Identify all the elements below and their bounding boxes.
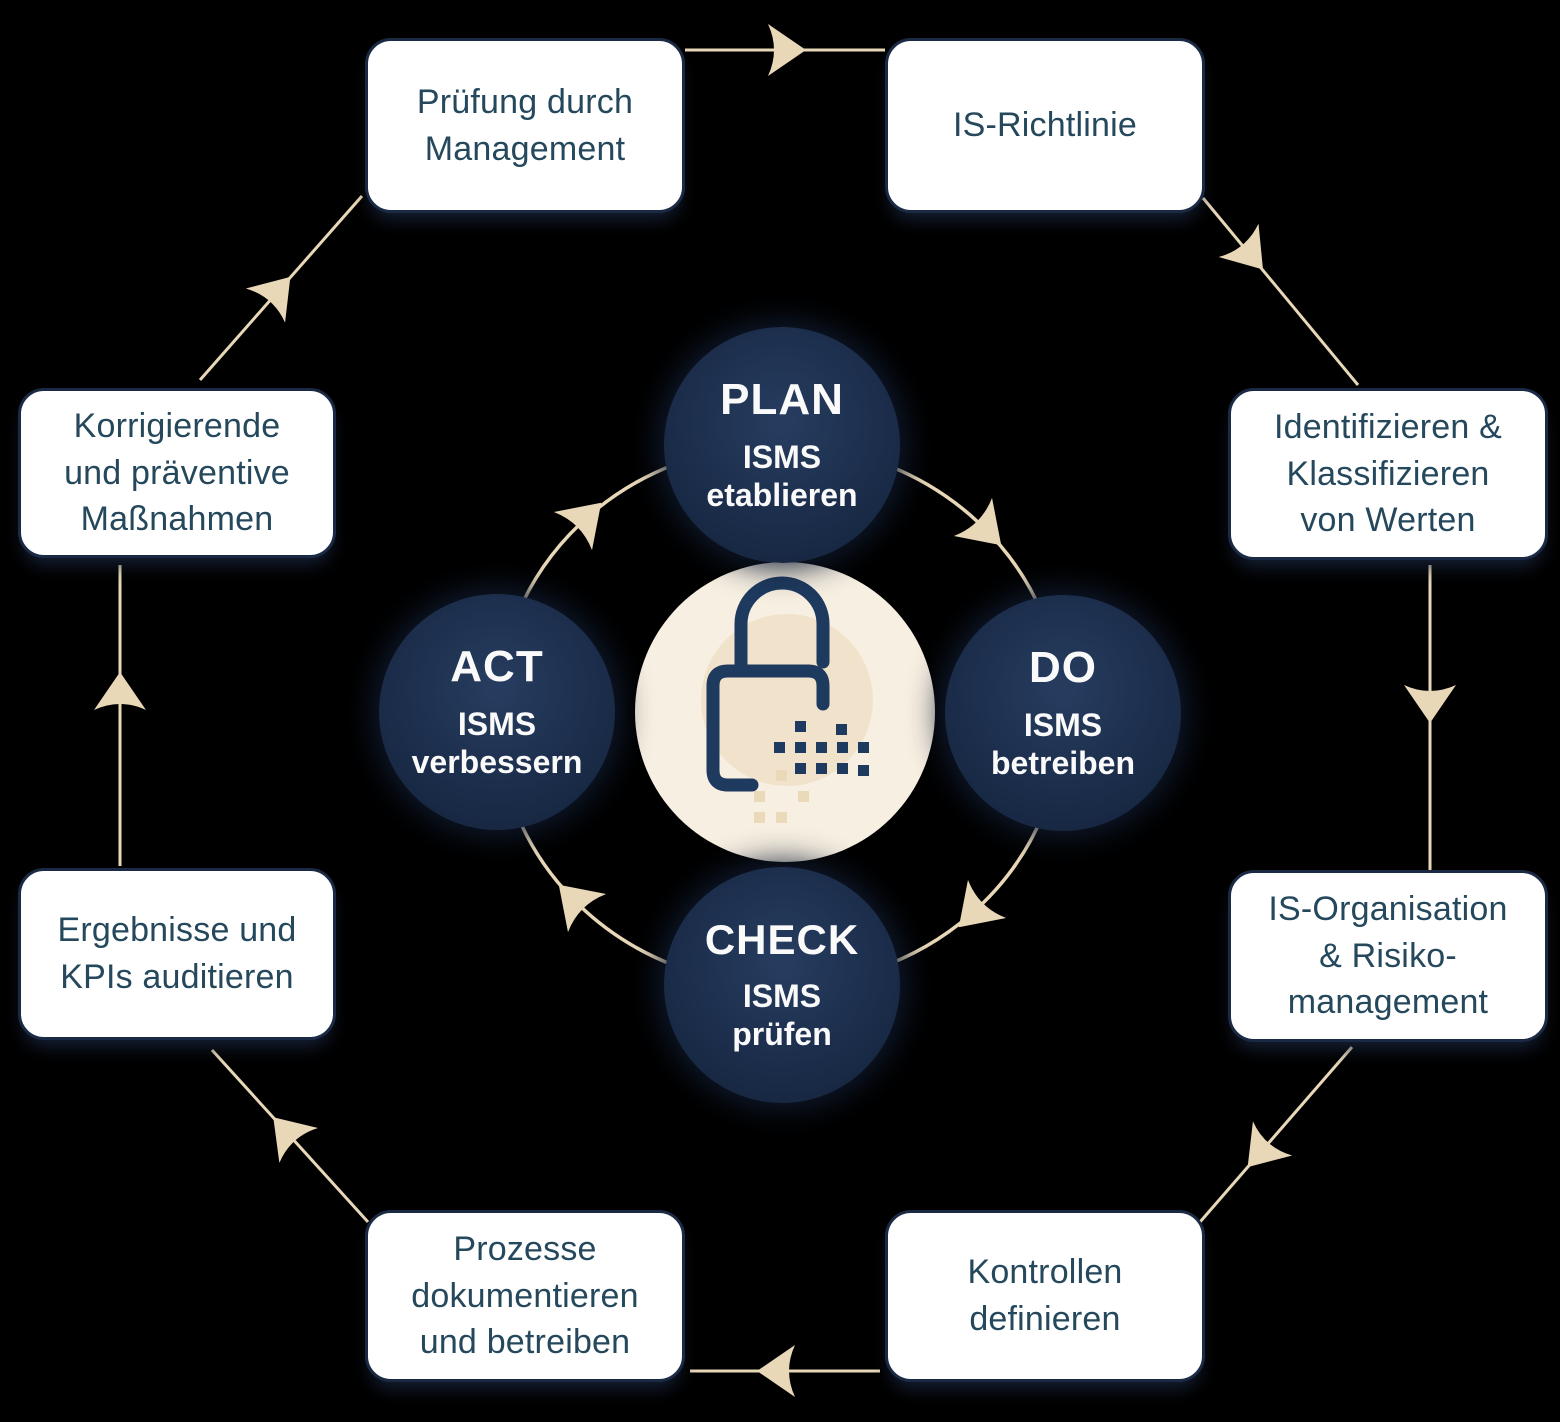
step-label: Prozesse dokumentieren und betreiben (411, 1229, 639, 1362)
arrow-bottomright-down-left (1247, 1121, 1293, 1168)
arrow-topleft-up-right (245, 276, 291, 323)
padlock-icon (635, 562, 935, 862)
padlock-body (706, 664, 815, 792)
pdca-circle-check: CHECK ISMS prüfen (664, 867, 900, 1103)
outer-cycle-arrows (94, 24, 1456, 1397)
box-ergebnisse-kpis-auditieren: Ergebnisse und KPIs auditieren (18, 868, 336, 1040)
box-kontrollen-definieren: Kontrollen definieren (885, 1210, 1205, 1382)
plan-subtitle: ISMS etablieren (706, 439, 858, 513)
inner-arrow-check-to-act (558, 884, 607, 933)
arrow-topright-down (1218, 223, 1263, 270)
box-is-organisation-risikomanagement: IS-Organisation & Risiko- management (1228, 870, 1548, 1042)
check-subtitle: ISMS prüfen (732, 978, 832, 1052)
act-subtitle: ISMS verbessern (411, 706, 583, 780)
pdca-circle-plan: PLAN ISMS etablieren (664, 327, 900, 563)
step-label: Identifizieren & Klassifizieren von Wert… (1273, 407, 1503, 540)
pdca-circle-act: ACT ISMS verbessern (379, 594, 615, 830)
arrow-bottomleft-up-left (273, 1117, 319, 1163)
step-label: Prüfung durch Management (416, 82, 634, 168)
plan-title: PLAN (720, 375, 844, 425)
arrow-right-down (1404, 685, 1456, 723)
box-prozesse-dokumentieren: Prozesse dokumentieren und betreiben (365, 1210, 685, 1382)
dissolve-pixels-beige (754, 770, 809, 823)
padlock-shackle (734, 576, 830, 675)
box-identifizieren-klassifizieren: Identifizieren & Klassifizieren von Wert… (1228, 388, 1548, 560)
center-inner-circle (701, 614, 873, 786)
outer-line-bottomright (1198, 1046, 1354, 1223)
step-label: Ergebnisse und KPIs auditieren (57, 911, 297, 996)
arrow-bottom-left-direction (757, 1345, 795, 1397)
box-korrigierende-praeventive-massnahmen: Korrigierende und präventive Maßnahmen (18, 388, 336, 558)
do-title: DO (1029, 643, 1097, 693)
step-label: Kontrollen definieren (967, 1253, 1123, 1338)
step-label: IS-Organisation & Risiko- management (1268, 889, 1508, 1022)
box-is-richtlinie: IS-Richtlinie (885, 38, 1205, 213)
pdca-circle-do: DO ISMS betreiben (945, 595, 1181, 831)
do-subtitle: ISMS betreiben (990, 707, 1136, 781)
arrow-top-right-direction (768, 24, 806, 76)
arrow-left-up (94, 672, 146, 710)
step-label: Korrigierende und präventive Maßnahmen (64, 406, 290, 539)
dissolve-pixels-navy (774, 721, 869, 776)
outer-line-topright (1201, 197, 1360, 386)
inner-arrow-act-to-plan (553, 502, 602, 551)
padlock-body-right-stub (801, 664, 830, 711)
inner-arrow-plan-to-do (953, 497, 1002, 546)
box-pruefung-durch-management: Prüfung durch Management (365, 38, 685, 213)
check-title: CHECK (704, 916, 860, 964)
inner-arrow-do-to-check (958, 879, 1007, 928)
step-label: IS-Richtlinie (953, 106, 1137, 145)
act-title: ACT (450, 642, 544, 692)
